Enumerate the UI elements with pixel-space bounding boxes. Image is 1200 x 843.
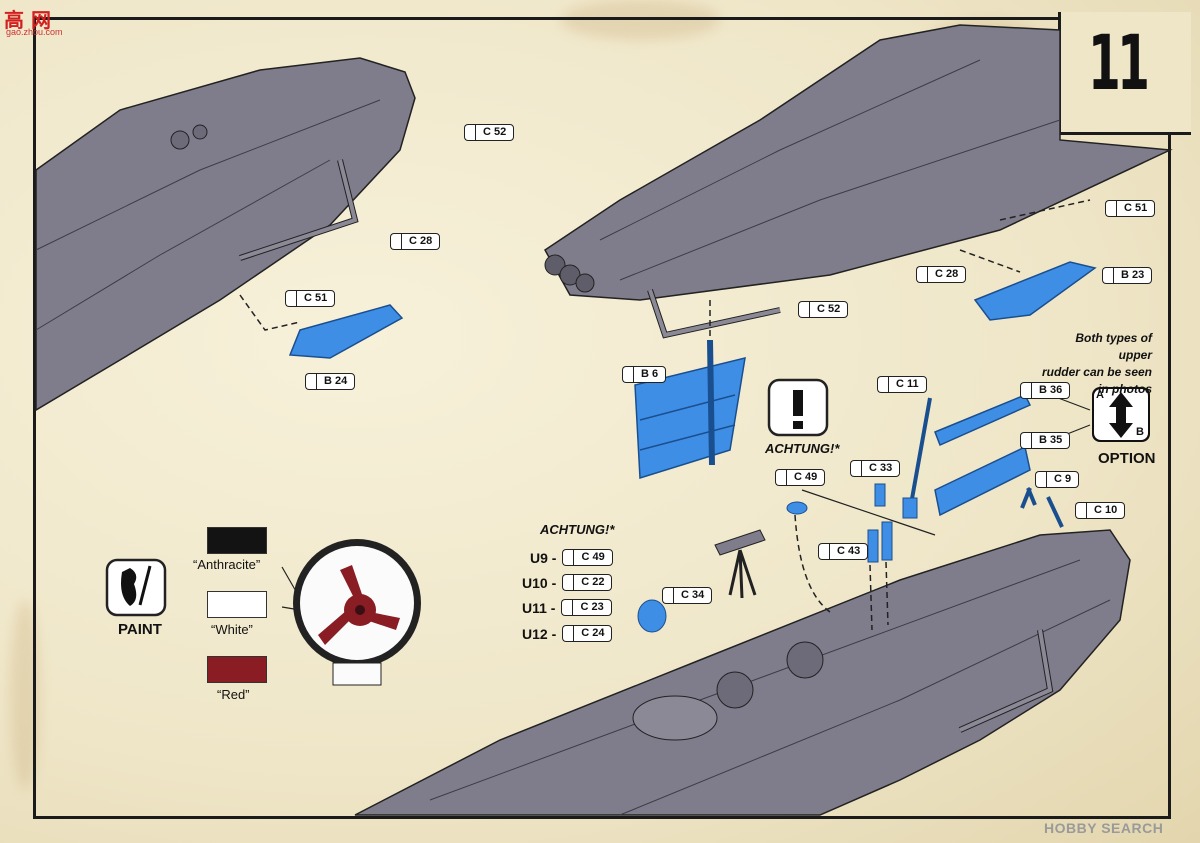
paint-label-white: “White” [211, 622, 253, 637]
part-label-c28-left: C 28 [390, 233, 441, 250]
dashed-guides [239, 199, 1091, 631]
part-label-c49-diagram: C 49 [775, 469, 826, 486]
option-note: Both types of upper rudder can be seen i… [1041, 331, 1152, 396]
part-c34 [637, 599, 667, 633]
hull-lower [354, 529, 1131, 816]
part-label-c10: C 10 [1075, 502, 1126, 519]
paint-swatch-anthracite [207, 527, 267, 554]
variant-row: U12 - C 24 [522, 625, 613, 642]
warning-label-diagram: ACHTUNG!* [765, 441, 840, 456]
option-icon [1092, 387, 1150, 442]
part-label-c11: C 11 [877, 376, 927, 393]
part-label-c34: C 34 [662, 587, 713, 604]
part-label-b23: B 23 [1102, 267, 1153, 284]
part-c11 [902, 397, 932, 519]
part-label-c52-upper-left: C 52 [464, 124, 515, 141]
part-b6 [634, 339, 746, 480]
part-label-b24: B 24 [305, 373, 356, 390]
part-b35 [934, 445, 1031, 517]
option-title: OPTION [1098, 450, 1156, 467]
part-c43 [867, 521, 893, 563]
site-logo: 高 网 [4, 8, 51, 32]
paint-icon [105, 558, 167, 617]
hull-upper-left [35, 57, 416, 412]
paint-title: PAINT [118, 621, 162, 638]
hull-upper-right [544, 24, 1173, 339]
page-frame [33, 17, 1171, 819]
variant-row: U11 - C 23 [522, 599, 612, 616]
paint-swatch-red [207, 656, 267, 683]
part-label-b36: B 36 [1020, 382, 1071, 399]
option-a-label: A [1096, 389, 1104, 401]
site-url: gao.zhou.com [6, 27, 63, 37]
part-label-c9: C 9 [1035, 471, 1080, 488]
part-label-c52-right: C 52 [798, 301, 849, 318]
step-number: 11 [1088, 18, 1150, 107]
watermark: HOBBY SEARCH [1044, 820, 1164, 836]
part-c33 [874, 483, 886, 507]
part-label-b6: B 6 [622, 366, 667, 383]
gun-mount [714, 529, 766, 599]
option-b-label: B [1136, 426, 1144, 438]
paint-label-red: “Red” [217, 687, 250, 702]
part-label-c51-left: C 51 [285, 290, 336, 307]
paper-stain [560, 0, 720, 40]
warning-label-variants: ACHTUNG!* [540, 522, 615, 537]
part-label-b35: B 35 [1020, 432, 1071, 449]
part-label-c33: C 33 [850, 460, 901, 477]
variant-row: U9 - C 49 [530, 549, 613, 566]
part-label-c43: C 43 [818, 543, 869, 560]
part-label-c51-right: C 51 [1105, 200, 1156, 217]
part-b24 [288, 304, 404, 359]
part-c10 [1046, 496, 1064, 528]
warning-icon [767, 378, 829, 437]
paint-label-anthracite: “Anthracite” [193, 557, 261, 572]
variant-row: U10 - C 22 [522, 574, 613, 591]
propeller-illustration [293, 539, 421, 686]
part-c9 [1020, 487, 1037, 509]
part-b23 [973, 261, 1097, 321]
paint-swatch-white [207, 591, 267, 618]
part-c49 [786, 501, 808, 515]
part-b36 [934, 394, 1032, 447]
part-label-c28-right: C 28 [916, 266, 967, 283]
